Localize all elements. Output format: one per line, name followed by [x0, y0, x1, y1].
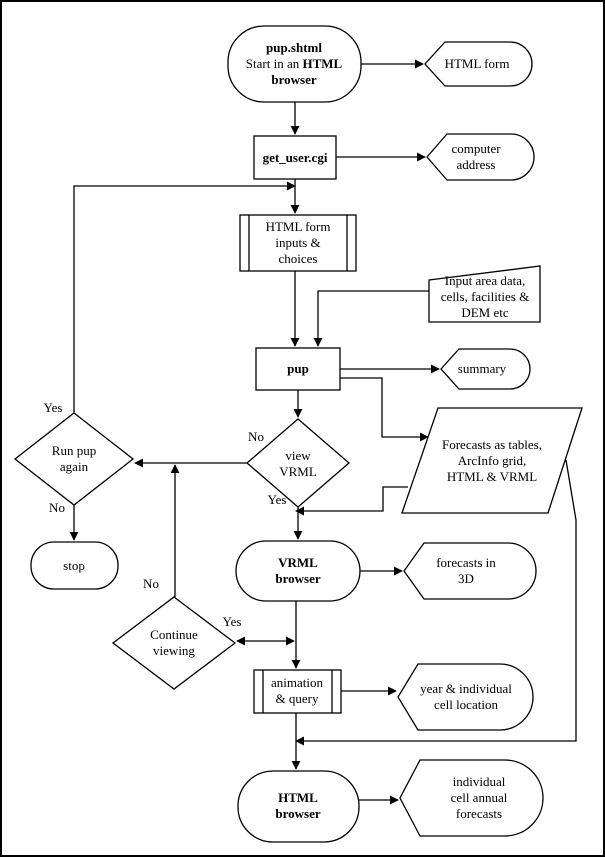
pup-shtml-label: pup.shtml Start in an HTML browser [246, 40, 342, 88]
year-cell-location-label: year & individual cell location [420, 681, 512, 712]
html-form-display-node [424, 41, 533, 87]
computer-address-label: computer address [451, 141, 501, 172]
view-vrml-label: view VRML [279, 448, 317, 479]
pup-shtml-line2-text: Start in an [245, 56, 303, 71]
animation-query-node [253, 669, 342, 714]
run-pup-again-label: Run pup again [51, 443, 97, 474]
input-area-data-label: Input area data, cells, facilities & DEM… [440, 273, 530, 320]
html-browser-label: HTML browser [275, 790, 321, 821]
continue-viewing-decision [111, 596, 237, 690]
pup-shtml-line3: browser [271, 72, 317, 87]
summary-node [440, 348, 531, 390]
computer-address-node [426, 133, 535, 181]
get-user-cgi-label: get_user.cgi [262, 150, 328, 165]
animation-query-label: animation & query [271, 675, 323, 706]
pup-label: pup [287, 361, 309, 376]
html-form-inputs-label: HTML form inputs & choices [265, 219, 331, 266]
continue-viewing-label: Continue viewing [150, 627, 198, 658]
no-continue-label: No [143, 576, 159, 591]
forecasts-3d-node [403, 542, 537, 600]
html-browser-node [237, 770, 360, 843]
no-run-again-label: No [49, 500, 65, 515]
html-form-inputs-node [239, 214, 357, 272]
forecasts-data-label: Forecasts as tables, ArcInfo grid, HTML … [441, 437, 543, 484]
forecasts-3d-label: forecasts in 3D [436, 555, 496, 586]
pup-shtml-title: pup.shtml [265, 40, 322, 55]
forecasts-data-node [401, 407, 583, 514]
no-view-vrml-label: No [248, 429, 264, 444]
input-area-data-node [428, 265, 541, 323]
yes-run-again-label: Yes [43, 400, 63, 415]
connectors [69, 59, 577, 805]
pup-shtml-line2: Start in an HTML [246, 56, 342, 72]
year-cell-location-node [397, 663, 534, 731]
cell-forecasts-label: individual cell annual forecasts [450, 774, 508, 821]
pup-shtml-line2-bold: HTML [302, 56, 343, 71]
vrml-browser-label: VRML browser [275, 555, 321, 586]
yes-view-vrml-label: Yes [267, 492, 287, 507]
html-form-display-label: HTML form [444, 56, 510, 71]
stop-label: stop [63, 558, 85, 573]
stop-node [30, 541, 119, 590]
summary-label: summary [457, 361, 507, 376]
cell-forecasts-node [399, 759, 544, 837]
yes-continue-label: Yes [222, 614, 242, 629]
